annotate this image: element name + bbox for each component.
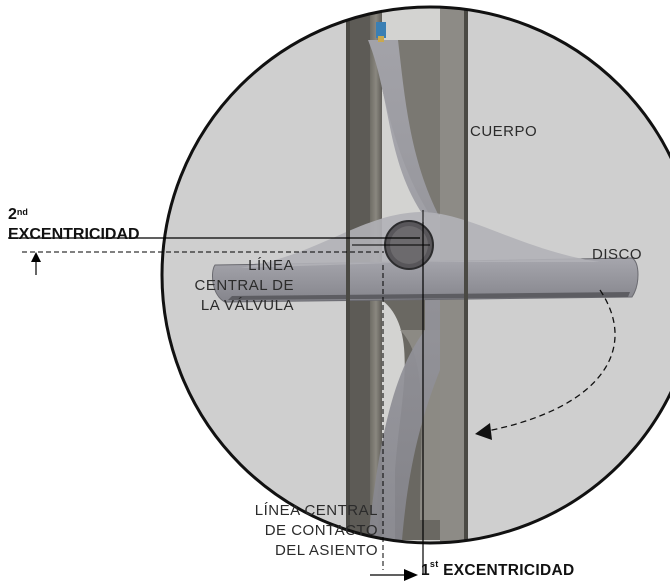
body-label: CUERPO [470, 123, 538, 140]
disc-label: DISCO [592, 246, 643, 263]
rotation-arrow [481, 289, 616, 433]
valve-centerline-label: LÍNEA CENTRAL DE LA VÁLVULA [194, 257, 294, 314]
seat-centerline-label: LÍNEA CENTRAL DE CONTACTO DEL ASIENTO [254, 502, 378, 559]
disc-plate [212, 257, 639, 303]
second-eccentricity-label: 2nd EXCENTRICIDAD [8, 206, 140, 243]
magnified-view [162, 7, 670, 543]
magnifier-outline [160, 5, 670, 545]
disc-web [368, 40, 440, 540]
first-eccentricity-label: 1st EXCENTRICIDAD [421, 559, 575, 579]
